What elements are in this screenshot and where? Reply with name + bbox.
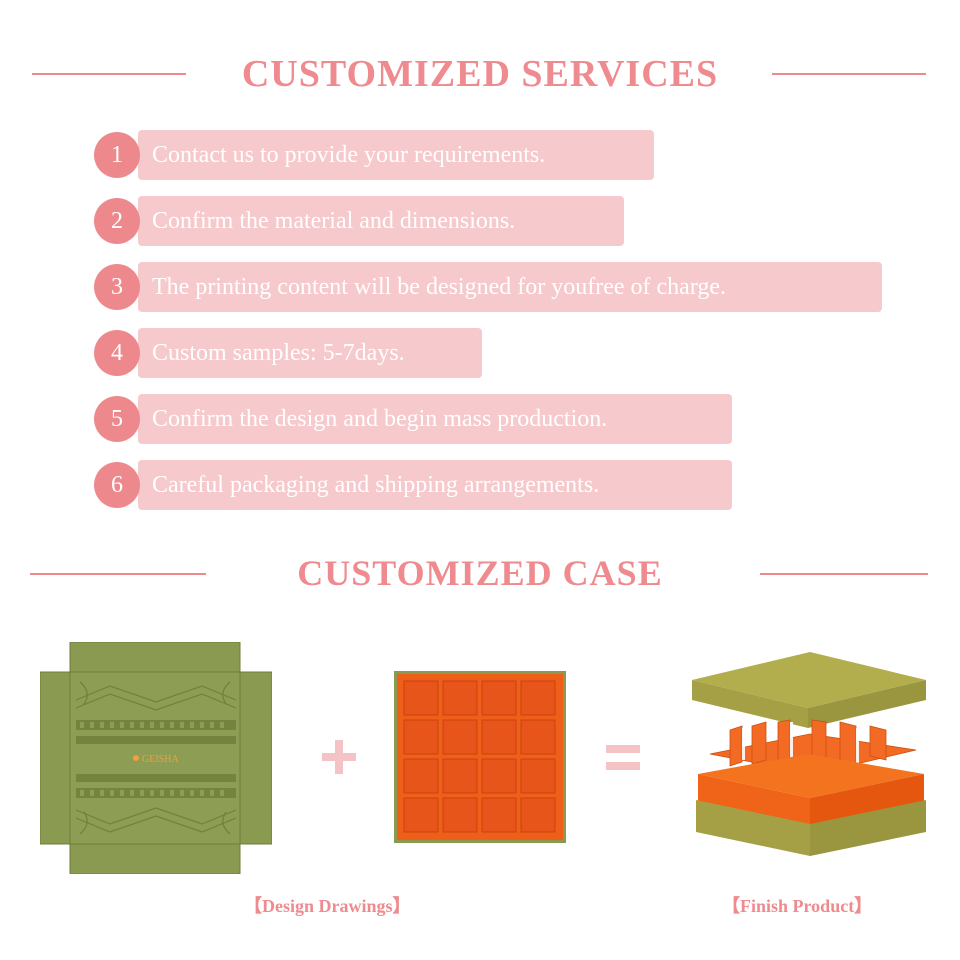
lid-dieline-image: GEISHA — [40, 642, 272, 874]
step-text: Contact us to provide your requirements. — [138, 130, 654, 180]
equals-icon — [606, 745, 640, 770]
service-step: 6 Careful packaging and shipping arrange… — [94, 460, 732, 510]
service-step: 3 The printing content will be designed … — [94, 262, 882, 312]
service-step: 1 Contact us to provide your requirement… — [94, 130, 654, 180]
step-number-badge: 3 — [94, 264, 140, 310]
finish-product-caption: 【Finish Product】 — [722, 896, 873, 916]
insert-tray-image — [394, 671, 566, 843]
plus-icon — [322, 740, 356, 774]
service-step: 2 Confirm the material and dimensions. — [94, 196, 624, 246]
step-number-badge: 2 — [94, 198, 140, 244]
service-step: 5 Confirm the design and begin mass prod… — [94, 394, 732, 444]
step-text: The printing content will be designed fo… — [138, 262, 882, 312]
brand-mark: GEISHA — [142, 754, 179, 765]
finished-box-image — [692, 652, 926, 856]
divider-right-case — [760, 573, 928, 575]
step-number-badge: 1 — [94, 132, 140, 178]
step-text: Careful packaging and shipping arrangeme… — [138, 460, 732, 510]
design-drawings-caption: 【Design Drawings】 — [244, 896, 411, 916]
case-title: CUSTOMIZED CASE — [297, 553, 663, 593]
step-number-badge: 5 — [94, 396, 140, 442]
step-text: Confirm the design and begin mass produc… — [138, 394, 732, 444]
divider-left-case — [30, 573, 206, 575]
step-text: Confirm the material and dimensions. — [138, 196, 624, 246]
step-number-badge: 4 — [94, 330, 140, 376]
service-step: 4 Custom samples: 5-7days. — [94, 328, 482, 378]
divider-right-services — [772, 73, 926, 75]
step-text: Custom samples: 5-7days. — [138, 328, 482, 378]
services-title: CUSTOMIZED SERVICES — [241, 53, 719, 95]
divider-left-services — [32, 73, 186, 75]
step-number-badge: 6 — [94, 462, 140, 508]
